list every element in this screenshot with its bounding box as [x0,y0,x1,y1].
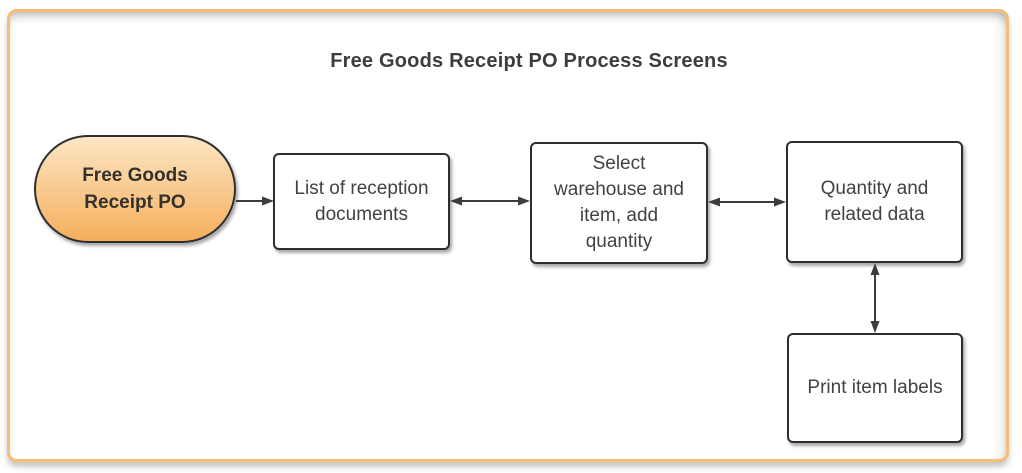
arrow-reception-list-to-select-bidirectional [450,196,530,206]
diagram-title: Free Goods Receipt PO Process Screens [330,50,728,72]
node-label: Print item labels [807,375,942,401]
arrow-quantity-to-print-bidirectional [870,263,880,333]
node-label-line: warehouse and [554,179,684,200]
node-label: Select warehouse and item, add quantity [554,151,684,255]
node-label: List of reception documents [294,176,428,228]
node-label-line: documents [315,203,408,225]
arrow-select-to-quantity-bidirectional [708,197,786,207]
node-label-line: Free Goods [82,165,188,186]
node-select-warehouse-item-quantity: Select warehouse and item, add quantity [530,142,708,264]
node-label-line: quantity [585,231,653,252]
node-print-item-labels: Print item labels [787,333,963,443]
node-label: Quantity and related data [821,176,929,228]
node-start-free-goods-receipt-po: Free Goods Receipt PO [34,135,236,243]
node-label-line: List of reception [294,177,429,199]
node-label-line: related data [824,204,925,225]
node-label-line: item, add [579,205,659,226]
arrow-start-to-reception-list [236,196,274,206]
node-list-of-reception-documents: List of reception documents [273,153,450,250]
node-label-line: Print item labels [807,377,943,398]
node-label: Free Goods Receipt PO [82,162,188,216]
node-quantity-and-related-data: Quantity and related data [786,141,963,263]
node-label-line: Quantity and [820,178,929,199]
node-label-line: Select [592,153,646,174]
node-label-line: Receipt PO [84,192,186,213]
